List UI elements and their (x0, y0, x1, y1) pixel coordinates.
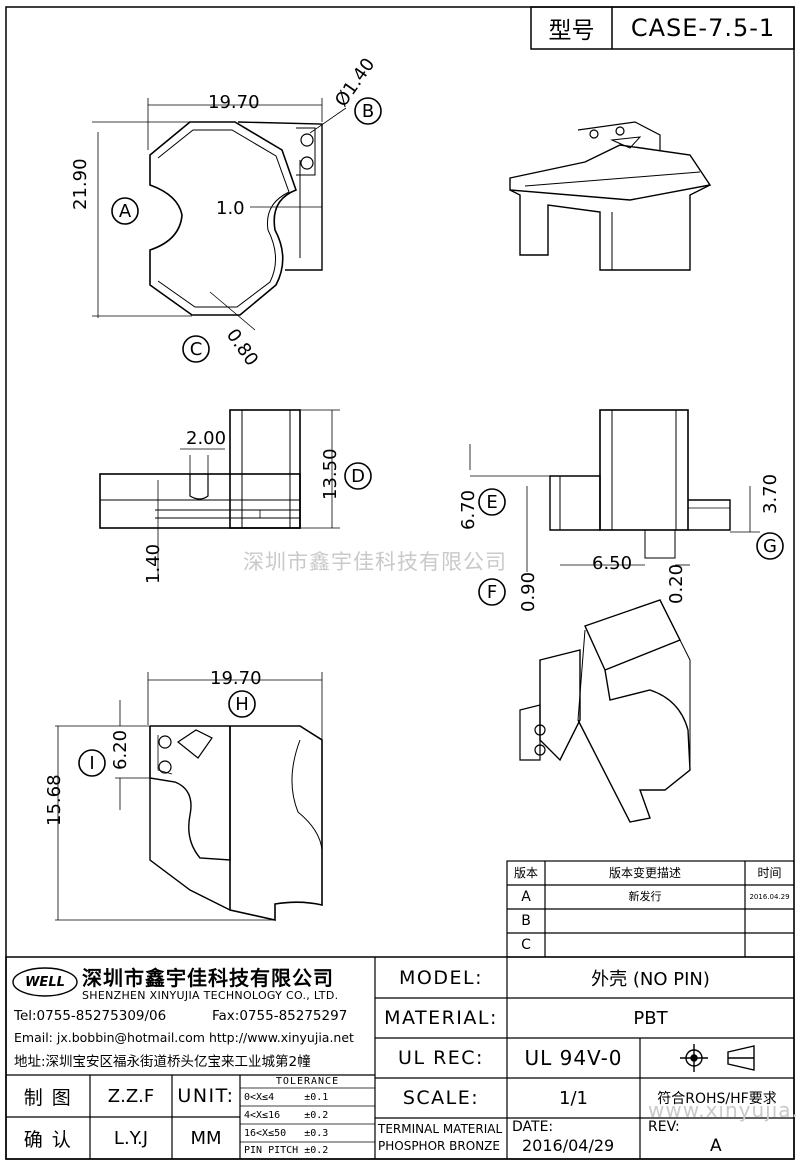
company-address: 地址:深圳宝安区福永街道桥头亿宝来工业城第2幢 (14, 1054, 311, 1070)
dim-top-width: 19.70 (208, 92, 260, 113)
material-label: MATERIAL: (384, 1007, 498, 1029)
model-code-value: CASE-7.5-1 (630, 14, 776, 42)
scale-value: 1/1 (559, 1087, 588, 1109)
ulrec-value: UL 94V-0 (524, 1046, 623, 1070)
date-value: 2016/04/29 (522, 1136, 615, 1155)
tolerance-row: PIN PITCH ±0.2 (244, 1145, 329, 1156)
dim-side-foot: 3.70 (760, 473, 781, 514)
dim-side-upper: 6.70 (458, 489, 479, 530)
tolerance-row: 4<X≤16 ±0.2 (244, 1109, 329, 1121)
model-label: MODEL: (399, 966, 483, 989)
dim-front-slot: 2.00 (186, 428, 227, 449)
side-view-outline (549, 409, 731, 559)
company-logo: WELL (25, 974, 65, 990)
rev-row-a-desc: 新发行 (628, 890, 662, 903)
ulrec-label: UL REC: (398, 1047, 484, 1069)
terminal-material-label: TERMINAL MATERIAL (378, 1122, 503, 1136)
rev-header-version: 版本 (513, 866, 538, 880)
tolerance-header: TOLERANCE (275, 1076, 340, 1087)
callout-g: G (763, 535, 777, 557)
dim-front-base: 1.40 (143, 543, 164, 584)
callout-f: F (486, 581, 498, 603)
dim-top-height: 21.90 (70, 158, 91, 210)
check-label: 确 认 (23, 1128, 73, 1151)
rev-row-a-date: 2016.04.29 (749, 893, 790, 901)
callout-d: D (351, 465, 365, 487)
iso-view-bottom (519, 599, 691, 823)
company-email: Email: jx.bobbin@hotmail.com http://www.… (14, 1030, 354, 1045)
ul-symbols (680, 1044, 755, 1072)
dim-side-gap: 0.20 (666, 563, 687, 604)
callout-a: A (118, 200, 132, 222)
tolerance-row: 16<X≤50 ±0.3 (244, 1127, 329, 1139)
unit-value: MM (190, 1127, 222, 1149)
dim-bottom-width: 19.70 (210, 668, 262, 689)
rohs-note: 符合ROHS/HF要求 (657, 1091, 777, 1107)
dim-front-height: 13.50 (320, 448, 341, 500)
company-name-cn: 深圳市鑫宇佳科技有限公司 (82, 966, 334, 990)
model-code-label: 型号 (548, 18, 595, 44)
bottom-view-outline (149, 725, 323, 921)
rev-header-desc: 版本变更描述 (608, 866, 681, 880)
callout-i: I (89, 752, 95, 774)
callout-h: H (235, 693, 249, 715)
material-value: PBT (633, 1007, 668, 1029)
watermark-url: www.xinyujia.net (648, 1098, 800, 1122)
dim-bottom-pin: 6.20 (110, 729, 131, 770)
top-view-outline (149, 121, 323, 316)
rev-label: REV: (648, 1119, 680, 1135)
check-value: L.Y.J (113, 1127, 149, 1149)
tolerance-row: 0<X≤4 ±0.1 (244, 1091, 329, 1103)
front-view-outline (99, 409, 301, 529)
rev-row-c-version: C (521, 937, 531, 953)
unit-label: UNIT: (177, 1085, 235, 1107)
callout-e: E (486, 491, 498, 513)
company-tel: Tel:0755-85275309/06 (14, 1008, 167, 1024)
draw-value: Z.Z.F (107, 1085, 155, 1107)
callout-b: B (361, 100, 375, 122)
iso-view-top (509, 121, 712, 271)
dim-side-width: 6.50 (592, 553, 633, 574)
rev-value: A (710, 1136, 722, 1156)
rev-header-date: 时间 (757, 866, 782, 880)
callout-c: C (189, 338, 203, 360)
rev-row-a-version: A (521, 889, 531, 905)
company-fax: Fax:0755-85275297 (212, 1008, 348, 1024)
rev-row-b-version: B (521, 913, 531, 929)
scale-label: SCALE: (402, 1087, 480, 1109)
watermark-company: 深圳市鑫宇佳科技有限公司 (243, 550, 507, 574)
terminal-material-value: PHOSPHOR BRONZE (378, 1139, 500, 1153)
date-label: DATE: (512, 1119, 554, 1135)
model-value: 外壳 (NO PIN) (591, 968, 710, 990)
company-name-en: SHENZHEN XINYUJIA TECHNOLOGY CO., LTD. (82, 989, 339, 1002)
dim-bottom-height: 15.68 (44, 774, 65, 826)
dim-side-offset: 0.90 (518, 571, 539, 612)
draw-label: 制 图 (23, 1086, 73, 1109)
dim-top-wall: 1.0 (216, 198, 245, 219)
